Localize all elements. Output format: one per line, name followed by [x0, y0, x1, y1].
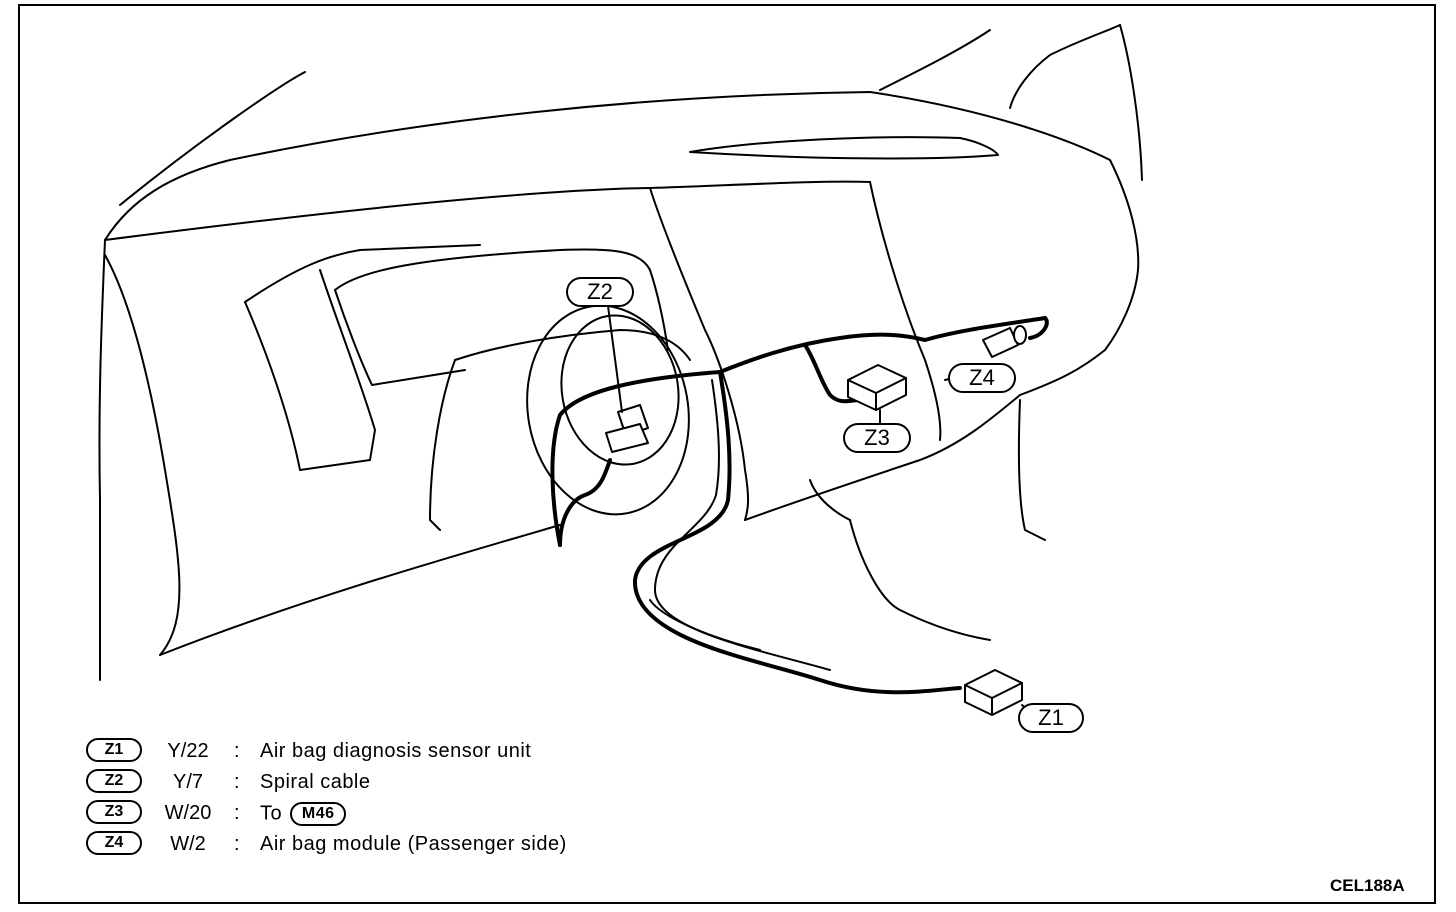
- legend-description: Spiral cable: [260, 771, 371, 793]
- callout-z2: Z2: [566, 277, 634, 307]
- z1-connector-shape: [964, 669, 1023, 716]
- steering-column: [526, 304, 690, 516]
- legend-colon: :: [234, 740, 240, 762]
- legend-badge: Z4: [86, 831, 142, 855]
- legend-description-wrap: To M46: [260, 802, 347, 826]
- legend-description: Air bag diagnosis sensor unit: [260, 740, 532, 762]
- callout-z3: Z3: [843, 423, 911, 453]
- legend-code: Y/22: [167, 740, 209, 762]
- legend-code: W/2: [170, 833, 206, 855]
- callout-z4: Z4: [948, 363, 1016, 393]
- z3-connector-shape: [847, 364, 907, 411]
- dashboard-outline: [98, 24, 1143, 681]
- legend-colon: :: [234, 802, 240, 824]
- harness-inner-line: [654, 379, 831, 671]
- legend-description: Air bag module (Passenger side): [260, 833, 567, 855]
- legend-code: Y/7: [172, 771, 204, 793]
- callout-z1: Z1: [1018, 703, 1084, 733]
- legend-badge: Z1: [86, 738, 142, 762]
- figure-id: CEL188A: [1330, 876, 1405, 895]
- z2-connector-shape: [605, 404, 649, 453]
- legend-ref-badge: M46: [290, 802, 347, 826]
- diagram-frame: [18, 4, 1436, 904]
- legend-colon: :: [234, 833, 240, 855]
- legend-colon: :: [234, 771, 240, 793]
- legend-badge: Z3: [86, 800, 142, 824]
- legend-code: W/20: [164, 802, 212, 824]
- z4-connector-shape: [982, 325, 1027, 358]
- legend-description: To: [260, 802, 283, 825]
- wiring-harness: [550, 316, 1049, 695]
- legend-badge: Z2: [86, 769, 142, 793]
